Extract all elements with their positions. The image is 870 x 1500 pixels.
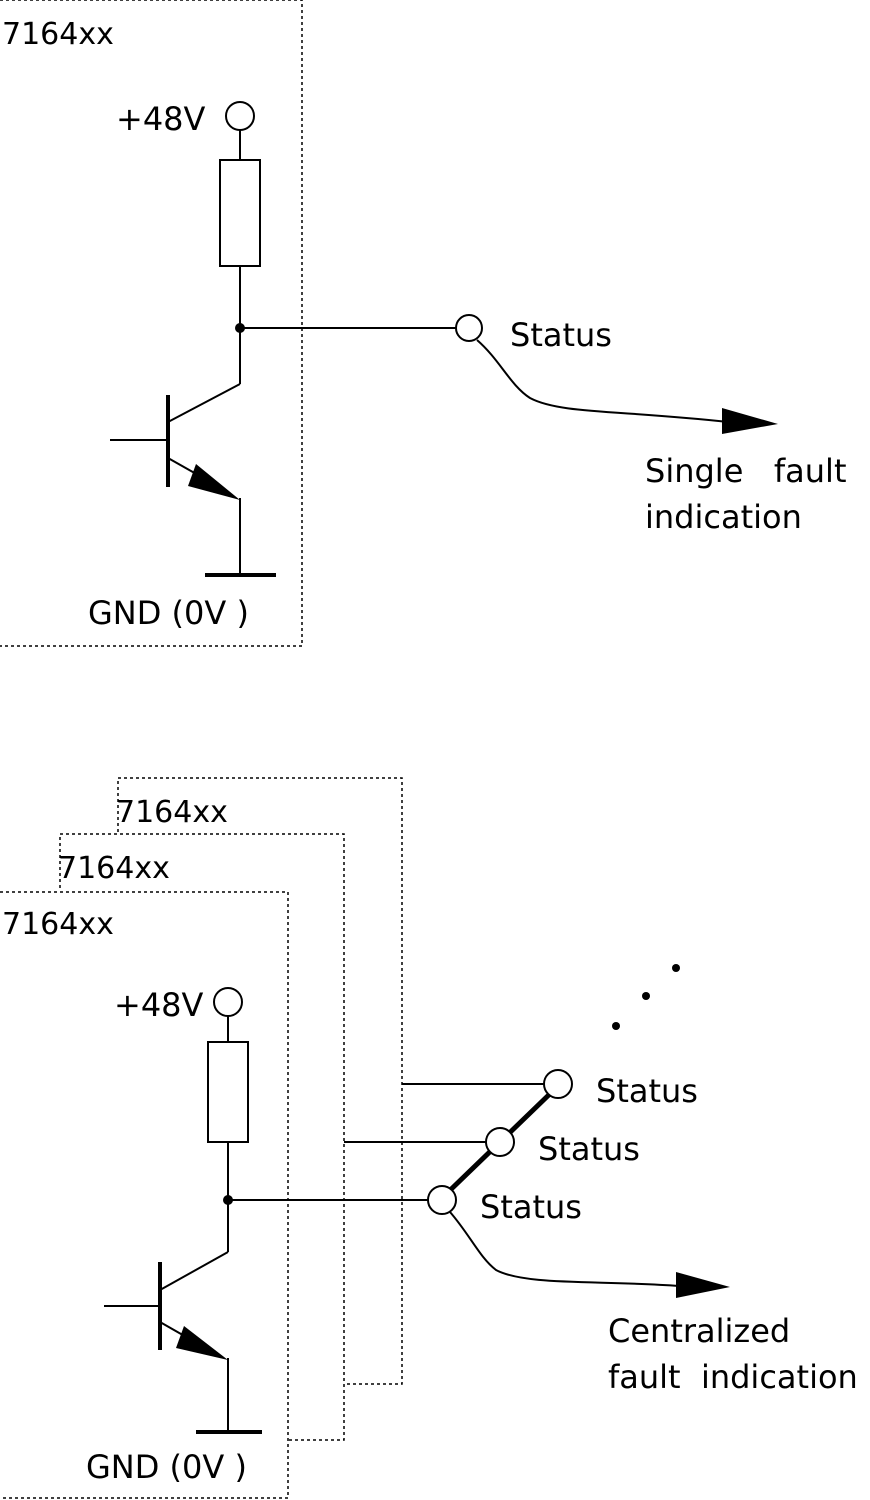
supply-label: +48V [114, 986, 204, 1024]
continuation-dot [612, 1022, 620, 1030]
transistor-collector [167, 383, 241, 423]
indication-curve [449, 1211, 681, 1287]
supply-label: +48V [116, 100, 206, 138]
module-label: 7164xx [2, 17, 114, 52]
module-label-front: 7164xx [2, 907, 114, 942]
ground-label: GND (0V ) [88, 594, 249, 632]
indication-line2: fault indication [608, 1358, 858, 1396]
status-terminal-front [427, 1185, 457, 1215]
status-terminal [455, 314, 483, 342]
pullup-resistor [207, 1041, 249, 1143]
supply-terminal [225, 101, 255, 131]
module-box [0, 0, 303, 647]
emitter-arrow-icon [188, 464, 240, 500]
status-label-middle: Status [538, 1130, 640, 1168]
status-terminal-back [543, 1069, 573, 1099]
status-label-back: Status [596, 1072, 698, 1110]
indication-line2: indication [645, 498, 802, 536]
centralized-fault-diagram: 7164xx 7164xx 7164xx +48V Status Status … [0, 777, 858, 1499]
module-box-back [117, 777, 403, 1385]
emitter-arrow-icon [176, 1326, 228, 1360]
single-fault-diagram: 7164xx +48V Status GND (0V ) Single faul… [0, 0, 846, 647]
module-box-front [0, 891, 289, 1499]
indication-line1: Centralized [608, 1312, 790, 1350]
status-label-front: Status [480, 1188, 582, 1226]
continuation-dot [642, 992, 650, 1000]
indication-curve [476, 339, 729, 423]
ground-label: GND (0V ) [86, 1448, 247, 1486]
module-label-middle: 7164xx [58, 851, 170, 886]
indication-arrow-icon [722, 408, 778, 434]
supply-terminal [213, 987, 243, 1017]
module-box-middle [59, 833, 345, 1441]
transistor-collector [159, 1251, 229, 1291]
indication-line1: Single fault [645, 452, 846, 490]
indication-arrow-icon [676, 1272, 730, 1298]
status-terminal-middle [485, 1127, 515, 1157]
pullup-resistor [219, 159, 261, 267]
module-label-back: 7164xx [116, 795, 228, 830]
continuation-dot [672, 964, 680, 972]
status-label: Status [510, 316, 612, 354]
